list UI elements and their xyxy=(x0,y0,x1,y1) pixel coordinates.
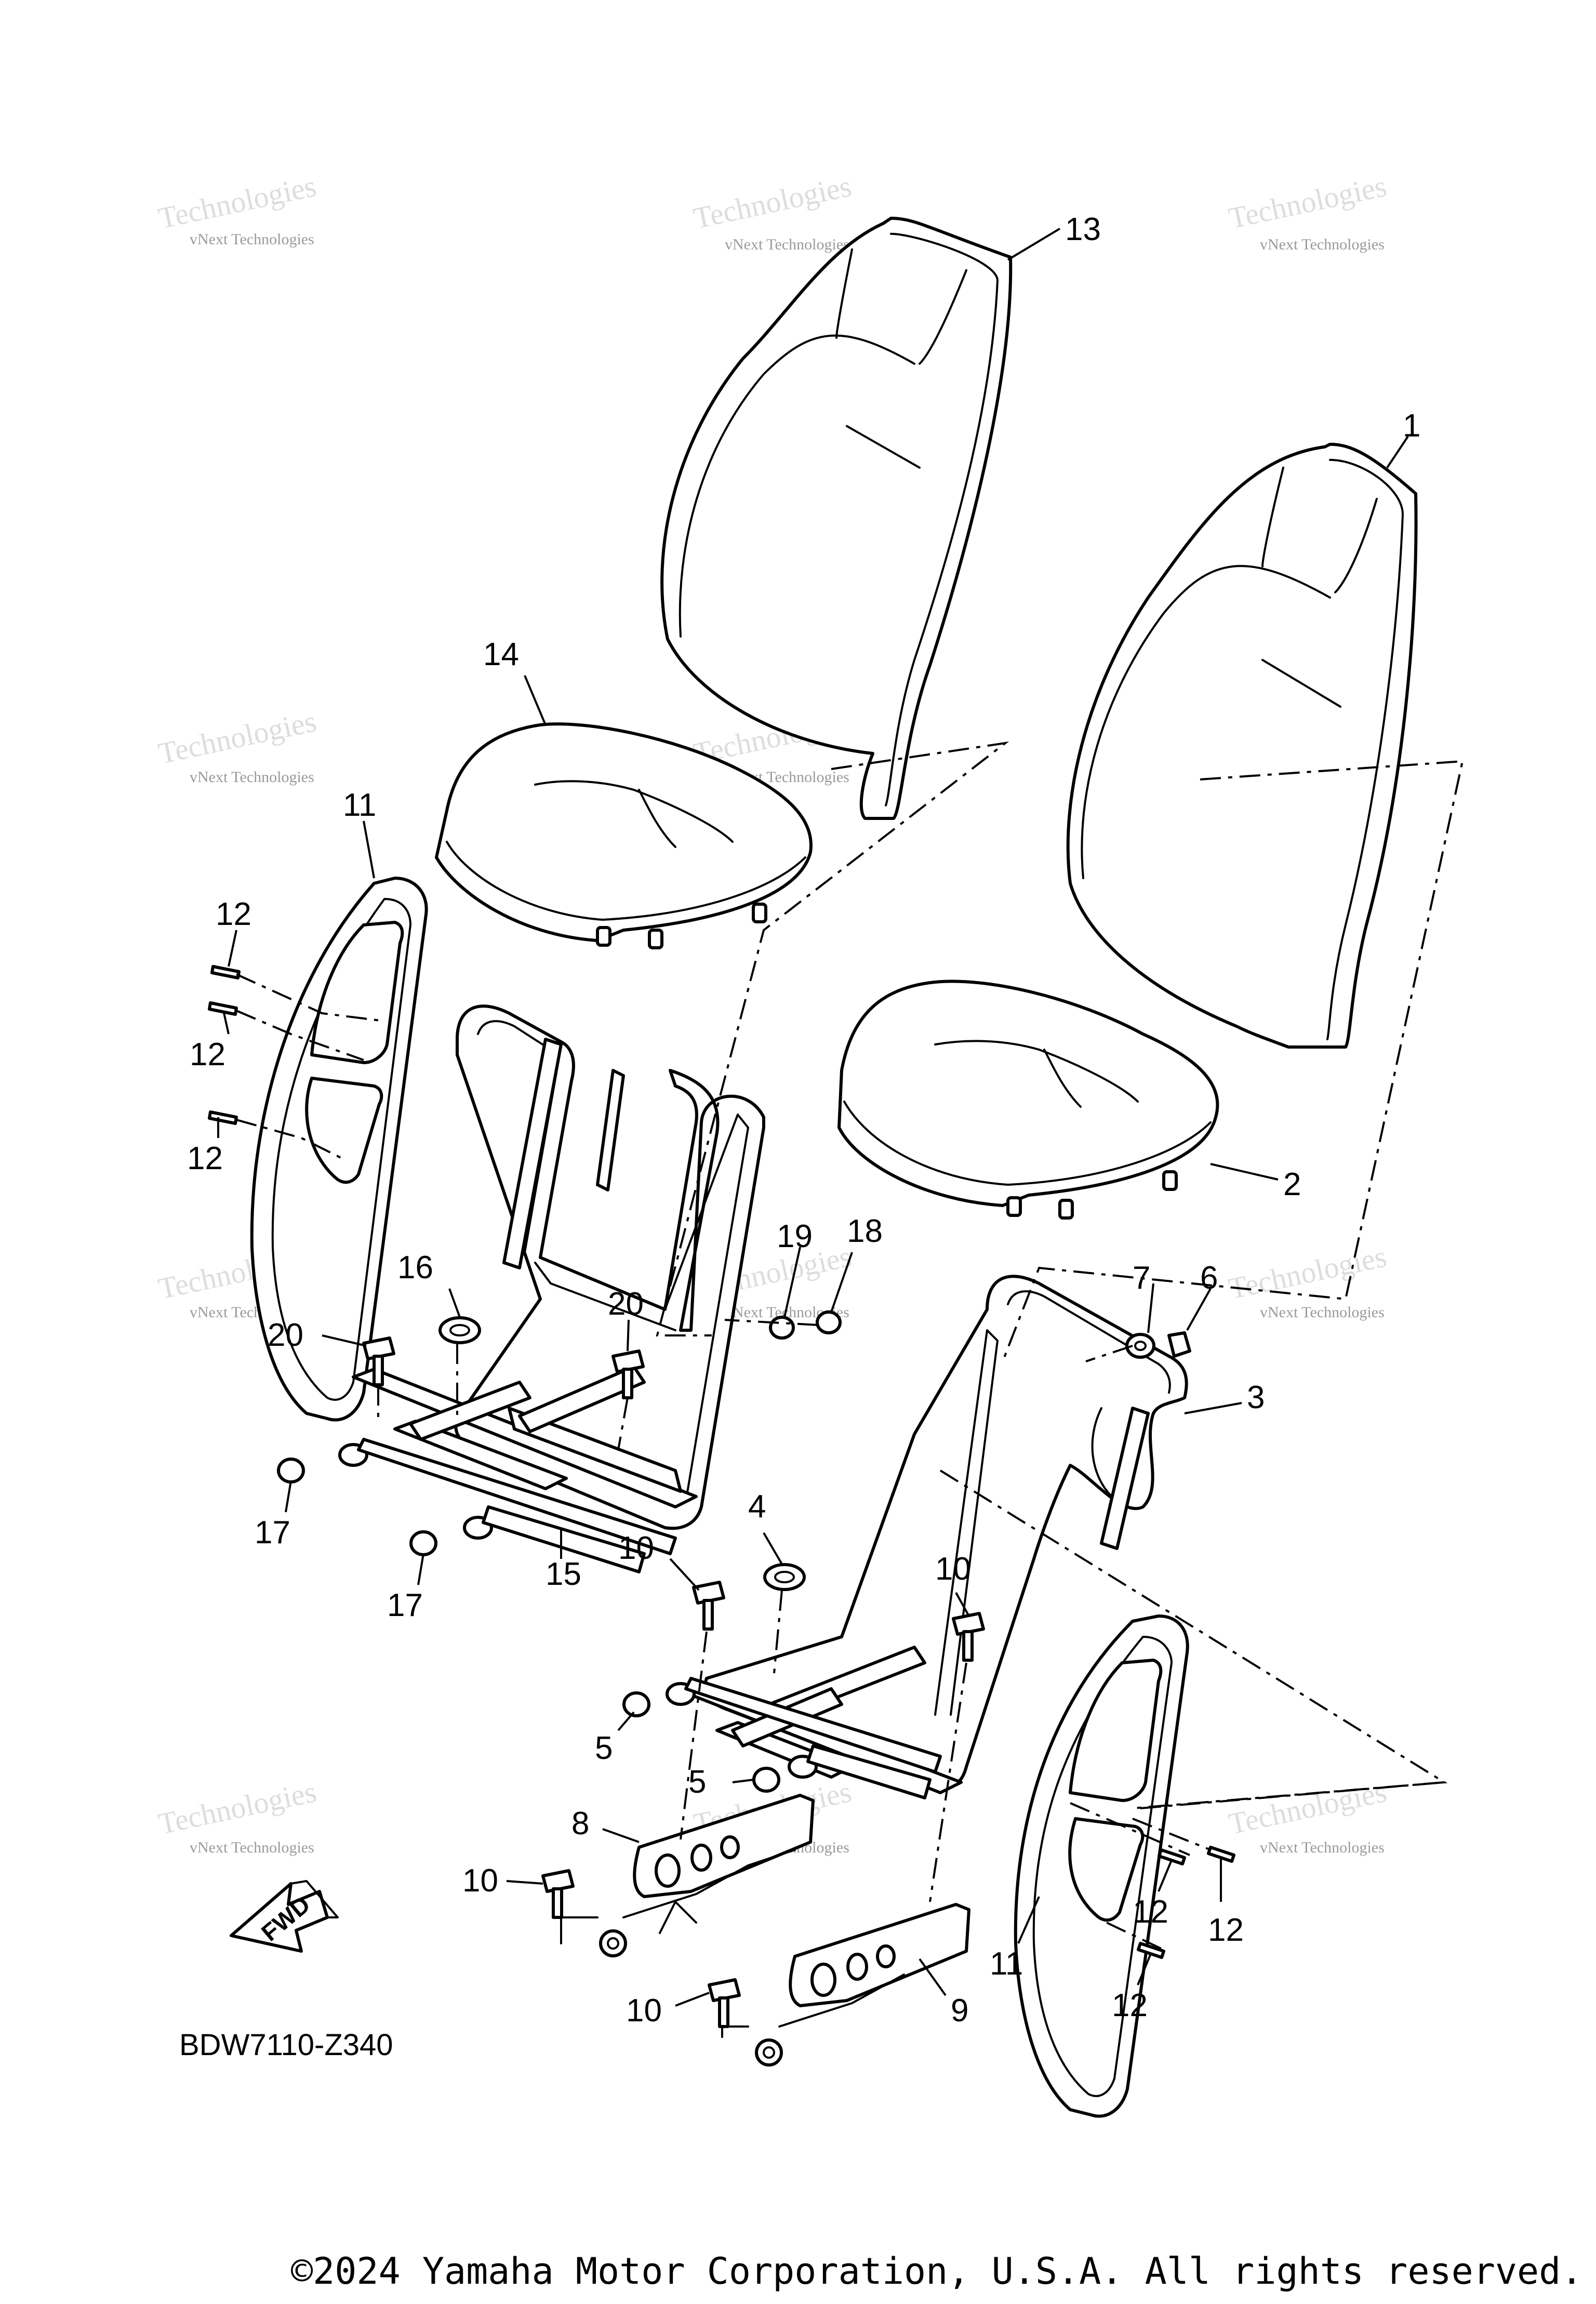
callout-2: 2 xyxy=(1283,1167,1301,1202)
watermark: vNext Technologies xyxy=(1260,1839,1385,1856)
callout-12: 12 xyxy=(190,1037,225,1072)
callout-10: 10 xyxy=(626,1993,662,2029)
callout-19: 19 xyxy=(777,1219,813,1254)
callout-12: 12 xyxy=(216,896,251,932)
seat-rail-8 xyxy=(599,1794,815,1957)
callout-15: 15 xyxy=(546,1556,581,1592)
callout-7: 7 xyxy=(1133,1260,1150,1296)
callout-8: 8 xyxy=(571,1806,589,1842)
callout-10: 10 xyxy=(462,1863,498,1899)
seat-back-13 xyxy=(660,217,1013,820)
watermark-large: Technologies xyxy=(1226,169,1389,235)
callout-17: 17 xyxy=(255,1515,290,1551)
callout-12: 12 xyxy=(1112,1988,1148,2023)
callout-5: 5 xyxy=(595,1730,613,1766)
watermark: vNext Technologies xyxy=(1260,1304,1385,1321)
watermark-large: Technologies xyxy=(155,169,319,235)
callout-16: 16 xyxy=(397,1250,433,1286)
fwd-arrow: FWD xyxy=(230,1880,339,1953)
callouts: 13 1 2 3 7 6 14 11 12 12 12 16 20 20 17 … xyxy=(187,211,1420,2029)
callout-12: 12 xyxy=(1208,1912,1244,1948)
watermark: vNext Technologies xyxy=(190,1839,314,1856)
seat-back-1 xyxy=(1066,443,1418,1049)
callout-10: 10 xyxy=(935,1551,971,1587)
leader-lines xyxy=(217,228,1409,2007)
callout-6: 6 xyxy=(1200,1260,1218,1296)
callout-10: 10 xyxy=(618,1530,654,1566)
watermark-large: Technologies xyxy=(1226,1775,1389,1841)
watermark: vNext Technologies xyxy=(725,236,849,253)
watermark: vNext Technologies xyxy=(190,231,314,248)
callout-1: 1 xyxy=(1403,408,1420,444)
seat-cushion-2 xyxy=(837,979,1219,1220)
grommet-4 xyxy=(763,1563,806,1591)
callout-11: 11 xyxy=(343,787,376,823)
watermark: vNext Technologies xyxy=(190,769,314,786)
watermark-large: Technologies xyxy=(155,704,319,771)
callout-20: 20 xyxy=(608,1286,644,1322)
callout-13: 13 xyxy=(1065,211,1101,247)
copyright-notice: ©2024 Yamaha Motor Corporation, U.S.A. A… xyxy=(291,2250,1583,2293)
watermark-large: Technologies xyxy=(155,1775,319,1841)
callout-12: 12 xyxy=(187,1141,223,1176)
callout-12: 12 xyxy=(1133,1894,1168,1930)
seat-frame-3 xyxy=(666,1275,1188,1799)
callout-4: 4 xyxy=(748,1489,766,1525)
callout-9: 9 xyxy=(951,1993,968,2029)
side-panel-11-right xyxy=(1014,1614,1189,2118)
watermark-large: Technologies xyxy=(1226,1239,1389,1306)
callout-14: 14 xyxy=(483,637,519,672)
seat-cushion-14 xyxy=(435,722,813,949)
callout-11: 11 xyxy=(990,1946,1023,1982)
assembly-lines xyxy=(236,741,1464,2038)
drawing-code: BDW7110-Z340 xyxy=(179,2028,393,2062)
seat-frame-15 xyxy=(338,1004,765,1573)
callout-3: 3 xyxy=(1247,1380,1265,1415)
callout-20: 20 xyxy=(268,1317,303,1353)
side-panel-11-left xyxy=(250,877,428,1422)
seat-rail-9 xyxy=(755,1903,970,2067)
watermark: vNext Technologies xyxy=(1260,236,1385,253)
callout-17: 17 xyxy=(387,1587,423,1623)
callout-18: 18 xyxy=(847,1213,883,1249)
watermark-large: Technologies xyxy=(690,169,854,235)
grommet-16 xyxy=(438,1316,481,1344)
callout-5: 5 xyxy=(688,1764,706,1800)
hardware-group xyxy=(208,965,1235,2028)
